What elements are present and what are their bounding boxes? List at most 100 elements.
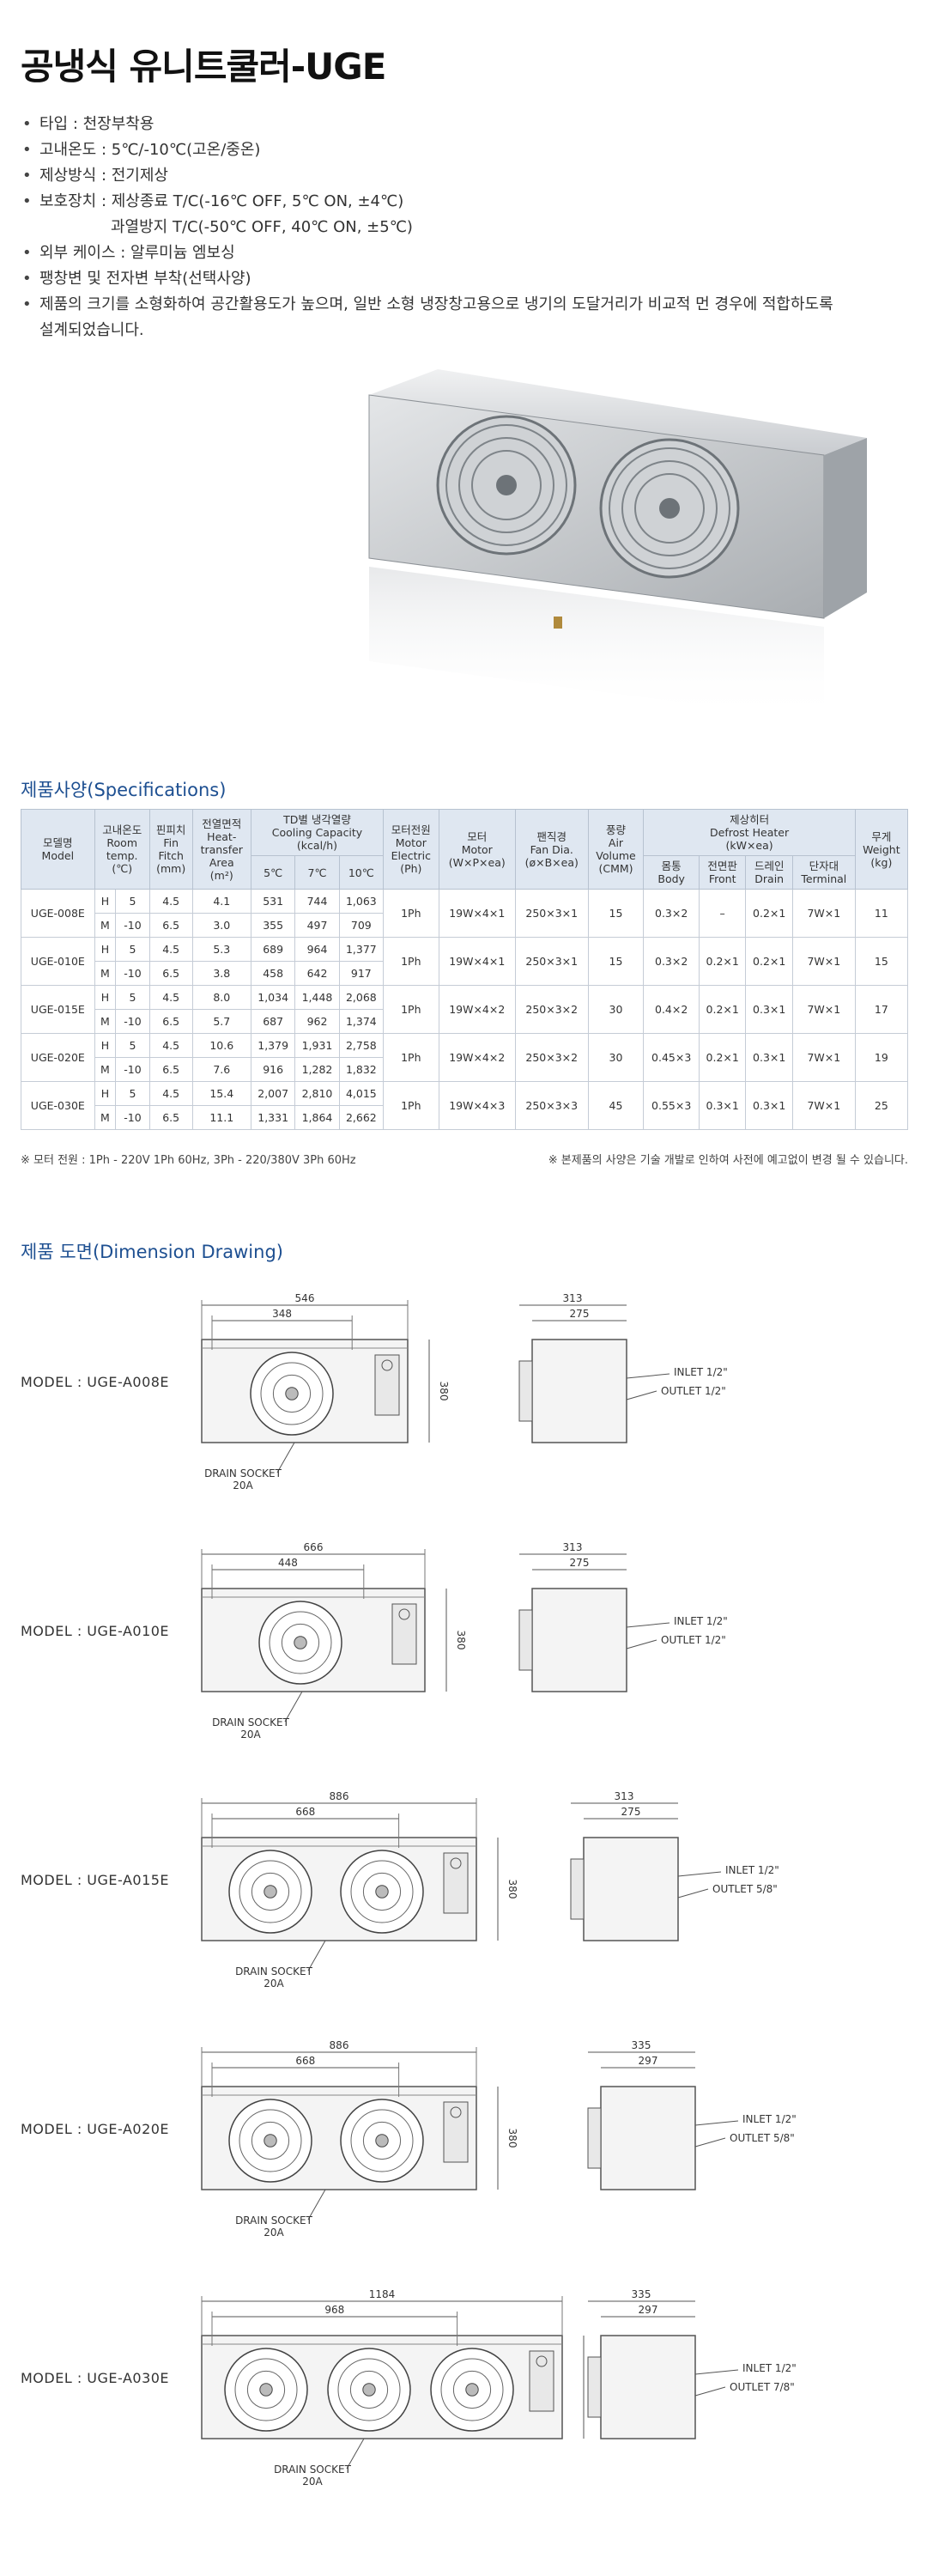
dimension-section-title: 제품 도면(Dimension Drawing)	[21, 1242, 283, 1262]
feature-list: 타입 : 천장부착용 고내온도 : 5℃/-10℃(고온/중온) 제상방식 : …	[21, 112, 905, 343]
defrost-front-cell: 0.2×1	[698, 937, 747, 986]
cooling-5-cell: 1,034	[250, 985, 296, 1010]
cooling-10-cell: 2,758	[338, 1033, 385, 1058]
control-box	[529, 2350, 554, 2412]
defrost-drain-cell: 0.3×1	[745, 1081, 793, 1130]
motor-power-cell: 1Ph	[383, 985, 439, 1034]
temp-cell: 5	[115, 889, 150, 914]
fan-icon	[436, 415, 577, 556]
side-casing	[583, 1837, 679, 1941]
area-cell: 3.0	[191, 913, 251, 938]
drain-socket-label: DRAIN SOCKET	[235, 1965, 313, 1978]
leader-line	[694, 2120, 739, 2126]
cooling-5-cell: 689	[250, 937, 296, 962]
cooling-7-cell: 1,864	[294, 1105, 340, 1130]
fin-cell: 6.5	[148, 1009, 193, 1034]
fan-ring	[281, 1623, 320, 1662]
outlet-label: OUTLET 5/8"	[712, 1883, 778, 1895]
cooling-7-cell: 1,931	[294, 1033, 340, 1058]
motor-cell: 19W×4×1	[438, 937, 516, 986]
outlet-label: OUTLET 1/2"	[661, 1385, 726, 1397]
weight-cell: 19	[854, 1033, 909, 1082]
drain-size-label: 20A	[233, 1479, 253, 1492]
fan-cell: 250×3×2	[514, 985, 589, 1034]
drain-size-label: 20A	[240, 1728, 261, 1741]
width-dim-label: 1184	[369, 2288, 396, 2300]
fan-ring	[251, 2121, 290, 2160]
defrost-terminal-cell: 7W×1	[791, 1081, 856, 1130]
defrost-body-cell: 0.45×3	[643, 1033, 700, 1082]
outlet-label: OUTLET 7/8"	[730, 2381, 795, 2393]
defrost-front-cell: 0.2×1	[698, 1033, 747, 1082]
fan-ring	[349, 2370, 389, 2409]
height-dim-label: 380	[438, 1382, 450, 1401]
fan-cell: 250×3×2	[514, 1033, 589, 1082]
cooling-7-cell: 744	[294, 889, 340, 914]
air-cell: 30	[587, 1033, 645, 1082]
fan-ring	[251, 1872, 290, 1911]
defrost-body-cell: 0.3×2	[643, 889, 700, 938]
model-label: MODEL : UGE-A020E	[21, 2121, 170, 2137]
temp-cell: -10	[115, 913, 150, 938]
leader-line	[284, 1691, 303, 1722]
depth2-dim-label: 275	[621, 1806, 641, 1818]
defrost-front-cell: –	[698, 889, 747, 938]
defrost-body-cell: 0.4×2	[643, 985, 700, 1034]
feature-item: 팽창변 및 전자변 부착(선택사양)	[21, 266, 905, 292]
cooling-5-cell: 687	[250, 1009, 296, 1034]
col-header-10c: 10℃	[338, 855, 385, 890]
temp-cell: -10	[115, 1105, 150, 1130]
cooling-5-cell: 531	[250, 889, 296, 914]
type-cell: H	[94, 1081, 117, 1106]
dimension-drawing: MODEL : UGE-A030E1184968380DRAIN SOCKET2…	[0, 2284, 927, 2524]
fan-hub	[294, 1636, 307, 1649]
fan-ring	[246, 2370, 286, 2409]
depth2-dim-label: 275	[570, 1557, 590, 1569]
inlet-label: INLET 1/2"	[742, 2113, 797, 2125]
side-fan-housing	[587, 2107, 602, 2169]
leader-line	[694, 2369, 739, 2375]
area-cell: 7.6	[191, 1057, 251, 1082]
outlet-label: OUTLET 1/2"	[661, 1634, 726, 1646]
air-cell: 30	[587, 985, 645, 1034]
air-cell: 15	[587, 889, 645, 938]
fan-hub	[375, 2134, 389, 2148]
type-cell: H	[94, 889, 117, 914]
spec-section-title: 제품사양(Specifications)	[21, 780, 227, 800]
fin-cell: 6.5	[148, 1105, 193, 1130]
weight-cell: 11	[854, 889, 909, 938]
bolt-dim-label: 448	[278, 1557, 298, 1569]
depth-dim-label: 335	[632, 2288, 651, 2300]
control-box	[391, 1603, 417, 1665]
defrost-drain-cell: 0.3×1	[745, 985, 793, 1034]
model-cell: UGE-010E	[21, 937, 95, 986]
power-note: ※ 모터 전원 : 1Ph - 220V 1Ph 60Hz, 3Ph - 220…	[21, 1154, 356, 1167]
cooling-7-cell: 642	[294, 961, 340, 986]
temp-cell: 5	[115, 1033, 150, 1058]
inlet-label: INLET 1/2"	[725, 1864, 779, 1876]
side-fan-housing	[570, 1858, 585, 1920]
type-cell: M	[94, 1009, 117, 1034]
fan-ring	[350, 2109, 414, 2172]
model-cell: UGE-008E	[21, 889, 95, 938]
air-cell: 45	[587, 1081, 645, 1130]
fan-hub	[285, 1387, 299, 1400]
drain-size-label: 20A	[302, 2476, 323, 2488]
fan-cell: 250×3×1	[514, 889, 589, 938]
temp-cell: 5	[115, 937, 150, 962]
